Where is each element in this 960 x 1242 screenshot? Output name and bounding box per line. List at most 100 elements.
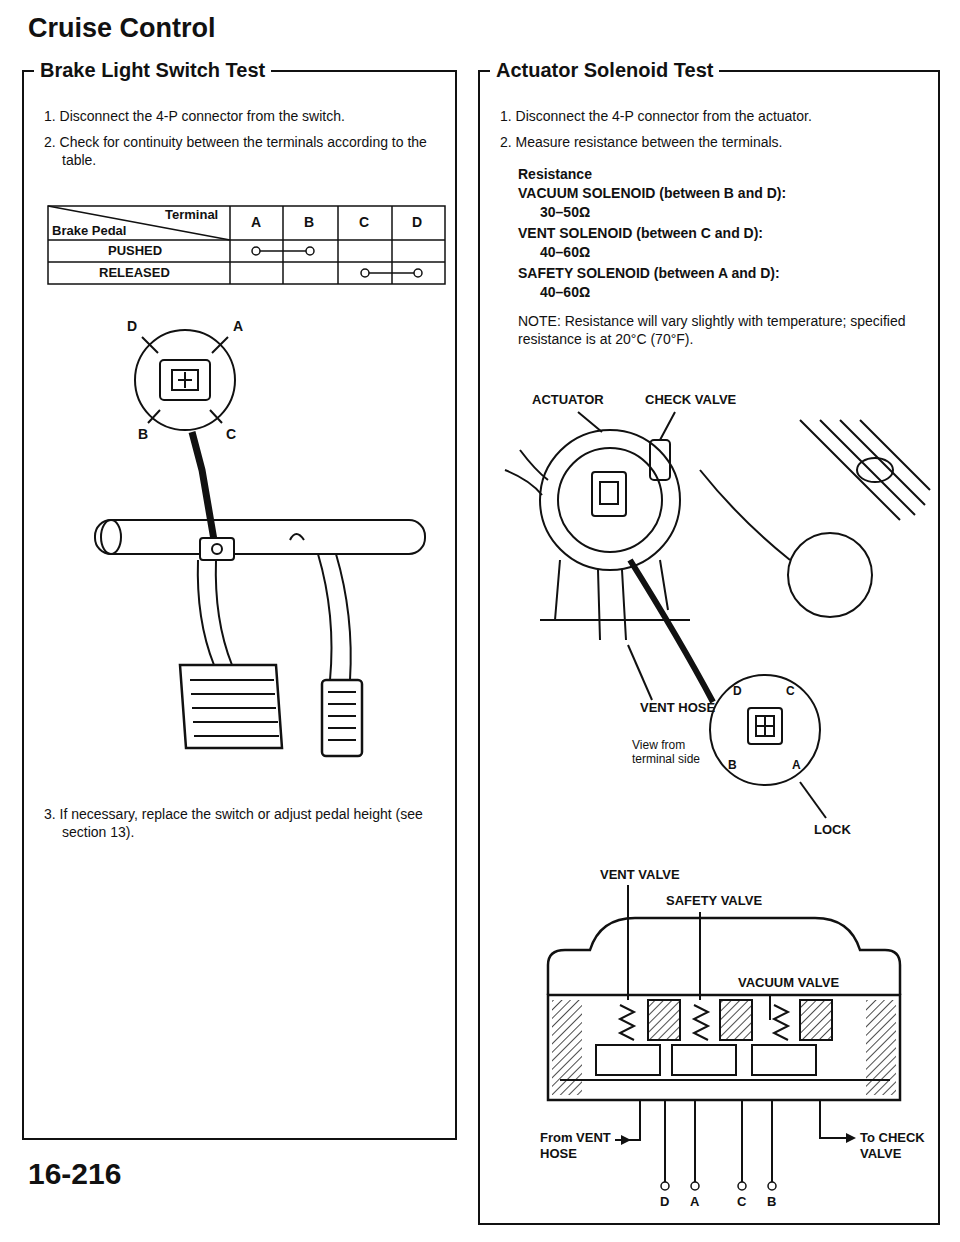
continuity-table bbox=[48, 261, 445, 263]
part-name: SAFETY VALVE bbox=[666, 893, 762, 909]
actuator-cross-section bbox=[615, 1100, 846, 1140]
terminal-pin bbox=[661, 1182, 669, 1190]
actuator-connector bbox=[710, 675, 820, 785]
actuator-cross-section bbox=[672, 1045, 736, 1075]
table-header: Terminal bbox=[165, 207, 218, 223]
table-cell: PUSHED bbox=[108, 243, 162, 259]
actuator-connector bbox=[710, 675, 826, 818]
continuity-mark bbox=[252, 247, 422, 277]
pedal-assembly bbox=[190, 680, 279, 736]
actuator-cross-section bbox=[548, 995, 900, 1100]
instruction-text: 40–60Ω bbox=[540, 283, 740, 301]
actuator-illustration bbox=[857, 458, 893, 482]
table-cell: RELEASED bbox=[99, 265, 170, 281]
actuator-connector bbox=[748, 708, 782, 744]
part-name: LOCK bbox=[814, 822, 851, 838]
actuator-connector bbox=[756, 716, 774, 736]
pedal-assembly bbox=[198, 560, 232, 665]
section-heading: Actuator Solenoid Test bbox=[490, 58, 719, 82]
actuator-cross-section bbox=[620, 1005, 634, 1040]
terminal-letter: B bbox=[138, 426, 148, 443]
actuator-illustration bbox=[788, 533, 872, 617]
pedal-assembly bbox=[200, 538, 234, 560]
arrow-head bbox=[621, 1135, 631, 1145]
actuator-illustration bbox=[630, 560, 713, 702]
arrow-head bbox=[621, 1133, 856, 1145]
actuator-cross-section bbox=[560, 1079, 890, 1081]
actuator-cross-section bbox=[548, 918, 900, 995]
terminal-letter: B bbox=[304, 214, 314, 231]
instruction-text: 30–50Ω bbox=[540, 203, 740, 221]
pedal-assembly bbox=[95, 520, 425, 554]
part-name: VACUUM VALVE bbox=[738, 975, 839, 991]
actuator-illustration bbox=[800, 420, 930, 520]
switch-connector bbox=[160, 360, 210, 400]
terminal-pin bbox=[691, 1182, 699, 1190]
actuator-illustration bbox=[578, 412, 675, 440]
pedal-assembly bbox=[180, 665, 282, 748]
actuator-cross-section bbox=[774, 1005, 788, 1040]
instruction-text: Resistance bbox=[518, 165, 898, 183]
continuity-mark bbox=[361, 269, 369, 277]
switch-connector bbox=[178, 372, 192, 388]
continuity-table bbox=[337, 206, 339, 284]
actuator-cross-section bbox=[665, 1100, 772, 1182]
pedal-assembly bbox=[95, 520, 425, 756]
continuity-mark bbox=[260, 250, 306, 252]
flow-label: To CHECK VALVE bbox=[860, 1130, 938, 1161]
actuator-connector bbox=[756, 716, 774, 736]
page-number: 16-216 bbox=[28, 1156, 121, 1192]
actuator-illustration bbox=[700, 470, 790, 560]
pedal-assembly bbox=[322, 680, 362, 756]
actuator-connector bbox=[800, 782, 826, 818]
switch-connector bbox=[135, 330, 235, 540]
pedal-assembly bbox=[328, 692, 356, 740]
switch-connector bbox=[142, 337, 228, 423]
continuity-mark bbox=[414, 269, 422, 277]
terminal-letter: D bbox=[660, 1194, 669, 1210]
actuator-illustration bbox=[650, 440, 670, 480]
page-title: Cruise Control bbox=[28, 12, 216, 44]
actuator-illustration bbox=[555, 560, 668, 640]
part-name: CHECK VALVE bbox=[645, 392, 736, 408]
instruction-text: 2. Check for continuity between the term… bbox=[44, 133, 462, 169]
switch-connector bbox=[192, 432, 214, 540]
terminal-letter: A bbox=[233, 318, 243, 335]
terminal-letter: B bbox=[728, 758, 737, 772]
view-note: View from terminal side bbox=[632, 738, 708, 767]
actuator-cross-section bbox=[694, 1005, 708, 1040]
instruction-text: SAFETY SOLENOID (between A and D): bbox=[518, 264, 918, 282]
actuator-illustration bbox=[600, 482, 618, 504]
continuity-mark bbox=[252, 247, 260, 255]
actuator-cross-section bbox=[648, 1000, 680, 1040]
continuity-mark bbox=[369, 272, 414, 274]
terminal-letter: A bbox=[792, 758, 801, 772]
terminal-letter: A bbox=[690, 1194, 699, 1210]
pedal-assembly bbox=[290, 534, 304, 540]
instruction-text: 1. Disconnect the 4-P connector from the… bbox=[500, 107, 938, 125]
part-name: VENT HOSE bbox=[640, 700, 715, 716]
terminal-letter: C bbox=[786, 684, 795, 698]
switch-connector bbox=[135, 330, 235, 430]
actuator-illustration bbox=[540, 430, 680, 570]
terminal-letter: D bbox=[733, 684, 742, 698]
terminal-letter: A bbox=[251, 214, 261, 231]
continuity-table bbox=[48, 206, 230, 240]
instruction-text: VACUUM SOLENOID (between B and D): bbox=[518, 184, 918, 202]
actuator-illustration bbox=[628, 645, 652, 700]
continuity-table bbox=[229, 206, 231, 284]
part-name: VENT VALVE bbox=[600, 867, 680, 883]
instruction-text: VENT SOLENOID (between C and D): bbox=[518, 224, 918, 242]
instruction-text: 40–60Ω bbox=[540, 243, 740, 261]
instruction-text: 1. Disconnect the 4-P connector from the… bbox=[44, 107, 462, 125]
terminal-pin bbox=[738, 1182, 746, 1190]
actuator-illustration bbox=[592, 472, 626, 516]
test-panel: Actuator Solenoid Test1. Disconnect the … bbox=[478, 70, 940, 1225]
terminal-letter: C bbox=[737, 1194, 746, 1210]
terminal-letter: D bbox=[127, 318, 137, 335]
actuator-cross-section bbox=[752, 1045, 816, 1075]
instruction-text: NOTE: Resistance will vary slightly with… bbox=[518, 312, 928, 348]
terminal-letter: B bbox=[767, 1194, 776, 1210]
arrow-head bbox=[846, 1133, 856, 1143]
